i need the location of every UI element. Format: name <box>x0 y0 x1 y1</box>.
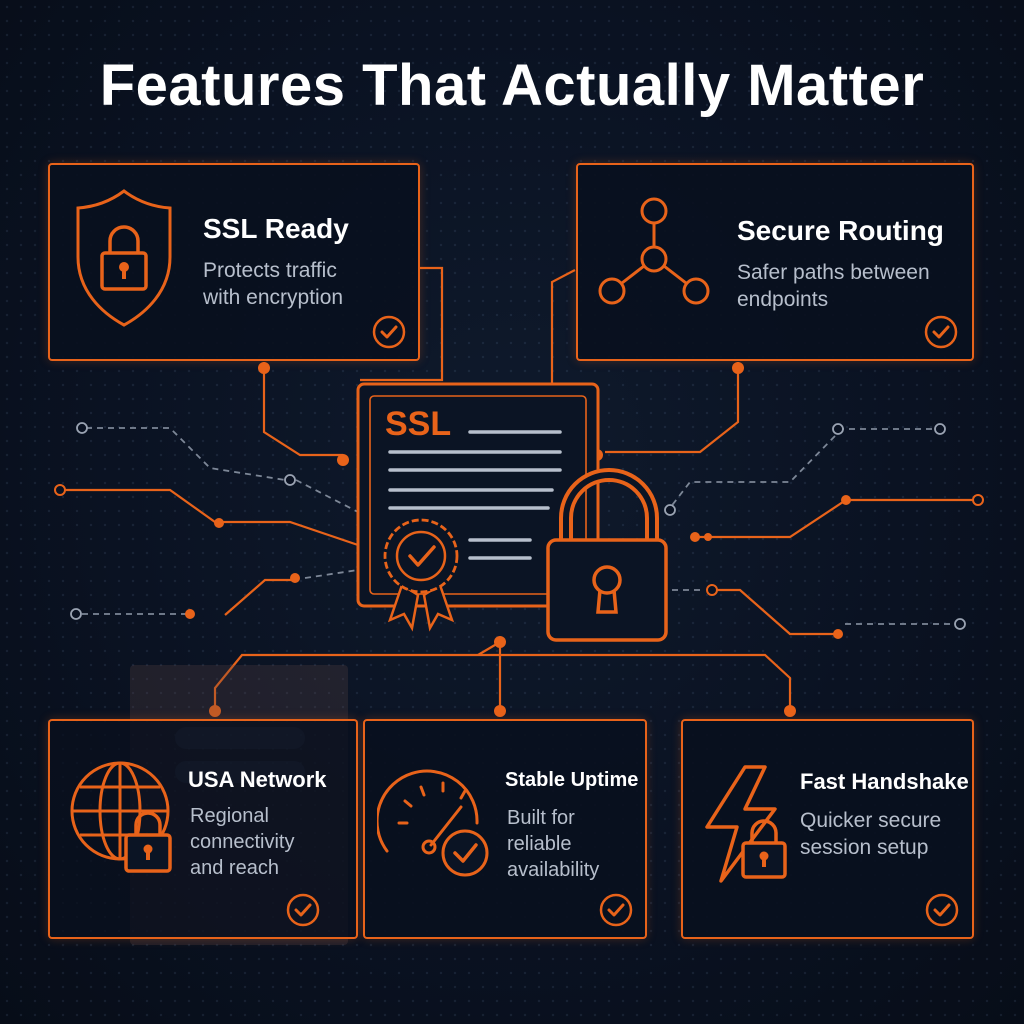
card-title: Fast Handshake <box>800 769 969 794</box>
circuit-line <box>712 588 838 636</box>
check-circle-icon <box>924 315 958 349</box>
circuit-line-dashed <box>86 427 286 481</box>
feature-card-fast-handshake: Fast Handshake Quicker secure session se… <box>681 719 974 939</box>
card-title: SSL Ready <box>203 213 349 244</box>
network-nodes-icon <box>598 197 710 305</box>
card-description: Quicker secure session setup <box>800 809 942 860</box>
check-circle-icon <box>599 893 633 927</box>
check-circle-icon <box>925 893 959 927</box>
globe-lock-icon <box>70 761 172 873</box>
circuit-line <box>224 578 295 616</box>
ssl-certificate-icon <box>356 382 600 632</box>
padlock-icon <box>546 468 668 642</box>
card-description: Protects traffic with encryption <box>203 259 344 310</box>
card-title: Stable Uptime <box>505 769 639 791</box>
circuit-line <box>355 653 792 710</box>
circuit-line <box>605 362 740 454</box>
page-title: Features That Actually Matter <box>99 53 925 118</box>
card-description: Regional connectivity and reach <box>190 805 295 879</box>
circuit-line <box>262 362 343 457</box>
circuit-line-dashed <box>669 435 836 509</box>
circuit-line <box>360 266 444 382</box>
circuit-line <box>60 488 359 547</box>
check-circle-icon <box>286 893 320 927</box>
shield-lock-icon <box>76 189 172 327</box>
lightning-lock-icon <box>705 765 787 883</box>
card-description: Safer paths between endpoints <box>737 261 930 312</box>
card-description: Built for reliable availability <box>507 807 600 881</box>
ssl-certificate-label: SSL <box>385 405 452 443</box>
circuit-line-dashed <box>304 569 359 579</box>
feature-card-secure-routing: Secure Routing Safer paths between endpo… <box>576 163 974 361</box>
circuit-line <box>695 498 978 539</box>
card-title: USA Network <box>188 767 327 792</box>
feature-card-ssl-ready: SSL Ready Protects traffic with encrypti… <box>48 163 420 361</box>
feature-card-stable-uptime: Stable Uptime Built for reliable availab… <box>363 719 647 939</box>
check-circle-icon <box>372 315 406 349</box>
circuit-line <box>550 269 576 385</box>
feature-card-usa-network: USA Network Regional connectivity and re… <box>48 719 358 939</box>
gauge-check-icon <box>377 769 489 877</box>
card-title: Secure Routing <box>737 215 944 246</box>
circuit-line <box>213 653 355 710</box>
circuit-line-dashed <box>295 479 359 513</box>
